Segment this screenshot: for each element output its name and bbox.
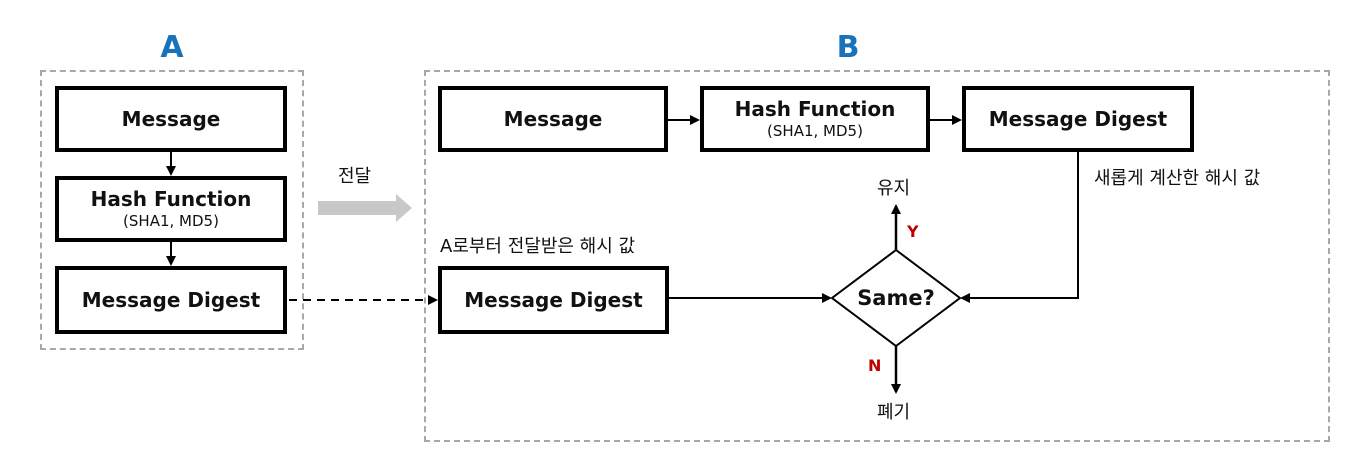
b-hash-function-label: Hash Function	[734, 97, 896, 121]
a-message-digest-box: Message Digest	[55, 266, 287, 334]
a-hash-function-label: Hash Function	[90, 187, 252, 211]
transfer-label: 전달	[338, 166, 372, 187]
yes-label: Y	[907, 222, 919, 241]
group-a-container	[40, 70, 304, 350]
group-b-title: B	[836, 30, 860, 65]
a-message-label: Message	[121, 107, 221, 131]
keep-label: 유지	[877, 178, 911, 199]
discard-label: 폐기	[877, 402, 911, 423]
new-hash-caption: 새롭게 계산한 해시 값	[1094, 168, 1261, 189]
group-a-title: A	[160, 30, 184, 65]
a-message-digest-label: Message Digest	[81, 288, 261, 312]
b-message-label: Message	[503, 107, 603, 131]
a-hash-algorithms-label: (SHA1, MD5)	[123, 212, 219, 230]
b-hash-algorithms-label: (SHA1, MD5)	[767, 122, 863, 140]
arrow-new-digest-to-decision	[960, 152, 1079, 303]
group-b-container	[424, 70, 1330, 442]
a-hash-function-box: Hash Function (SHA1, MD5)	[55, 176, 287, 242]
b-hash-function-box: Hash Function (SHA1, MD5)	[700, 86, 930, 152]
received-hash-caption: A로부터 전달받은 해시 값	[440, 236, 636, 257]
b-new-digest-label: Message Digest	[988, 107, 1168, 131]
no-label: N	[868, 356, 882, 375]
b-new-digest-box: Message Digest	[962, 86, 1194, 152]
a-message-box: Message	[55, 86, 287, 152]
b-received-digest-label: Message Digest	[464, 288, 643, 312]
b-message-box: Message	[438, 86, 668, 152]
decision-label: Same?	[857, 286, 935, 310]
transfer-arrow-shape	[318, 194, 412, 222]
b-received-digest-box: Message Digest	[438, 266, 669, 334]
